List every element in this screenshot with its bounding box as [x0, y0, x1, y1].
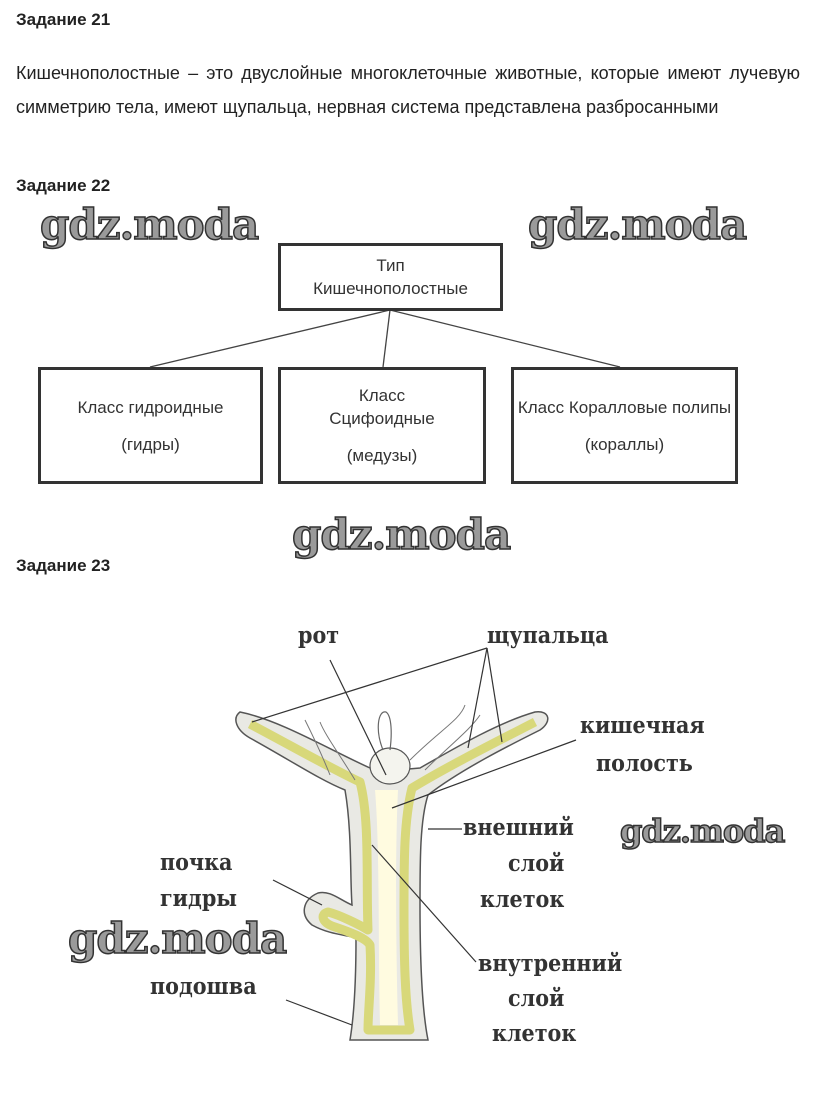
label-outer-layer: клеток	[480, 886, 565, 913]
class-example: (кораллы)	[584, 434, 665, 454]
label-outer-layer: внешний	[463, 814, 574, 841]
connector-line	[382, 309, 391, 368]
label-sole: подошва	[150, 973, 257, 1000]
watermark: gdz.moda	[67, 913, 288, 964]
connector-line	[149, 309, 391, 368]
class-name: Класс гидроидные	[77, 397, 224, 417]
label-cavity: кишечная	[580, 712, 705, 739]
type-name: Кишечнополостные	[313, 279, 468, 298]
class-name: Класс Сцифоидные	[329, 386, 435, 428]
task23-heading: Задание 23	[16, 556, 111, 575]
label-outer-layer: слой	[508, 850, 565, 877]
class-example: (медузы)	[346, 446, 418, 465]
watermark: gdz.moda	[39, 199, 260, 250]
class-name: Класс Коралловые полипы	[517, 397, 732, 417]
pointer-lines	[251, 647, 577, 1026]
label-inner-layer: внутренний	[478, 950, 623, 977]
label-bud: гидры	[160, 885, 238, 912]
label-mouth: рот	[298, 622, 340, 649]
class-box: Класс Сцифоидные (медузы)	[278, 367, 486, 484]
label-tentacles: щупальца	[487, 622, 609, 649]
task22-heading: Задание 22	[16, 176, 111, 195]
class-box: Класс Коралловые полипы (кораллы)	[511, 367, 738, 484]
label-inner-layer: слой	[508, 985, 565, 1012]
task21-heading: Задание 21	[16, 10, 111, 29]
class-example: (гидры)	[121, 434, 180, 454]
class-box: Класс гидроидные (гидры)	[38, 367, 263, 484]
watermark: gdz.moda	[291, 509, 512, 560]
label-cavity: полость	[596, 750, 693, 777]
label-inner-layer: клеток	[492, 1020, 577, 1047]
label-bud: почка	[160, 849, 233, 876]
watermark: gdz.moda	[527, 199, 748, 250]
watermark: gdz.moda	[619, 811, 786, 851]
task21-answer: Кишечнополостные – это двуслойные многок…	[16, 63, 800, 117]
type-label: Тип	[376, 256, 405, 275]
hydra-illustration	[235, 704, 549, 1041]
type-box: Тип Кишечнополостные	[278, 243, 503, 311]
connector-line	[389, 309, 621, 368]
